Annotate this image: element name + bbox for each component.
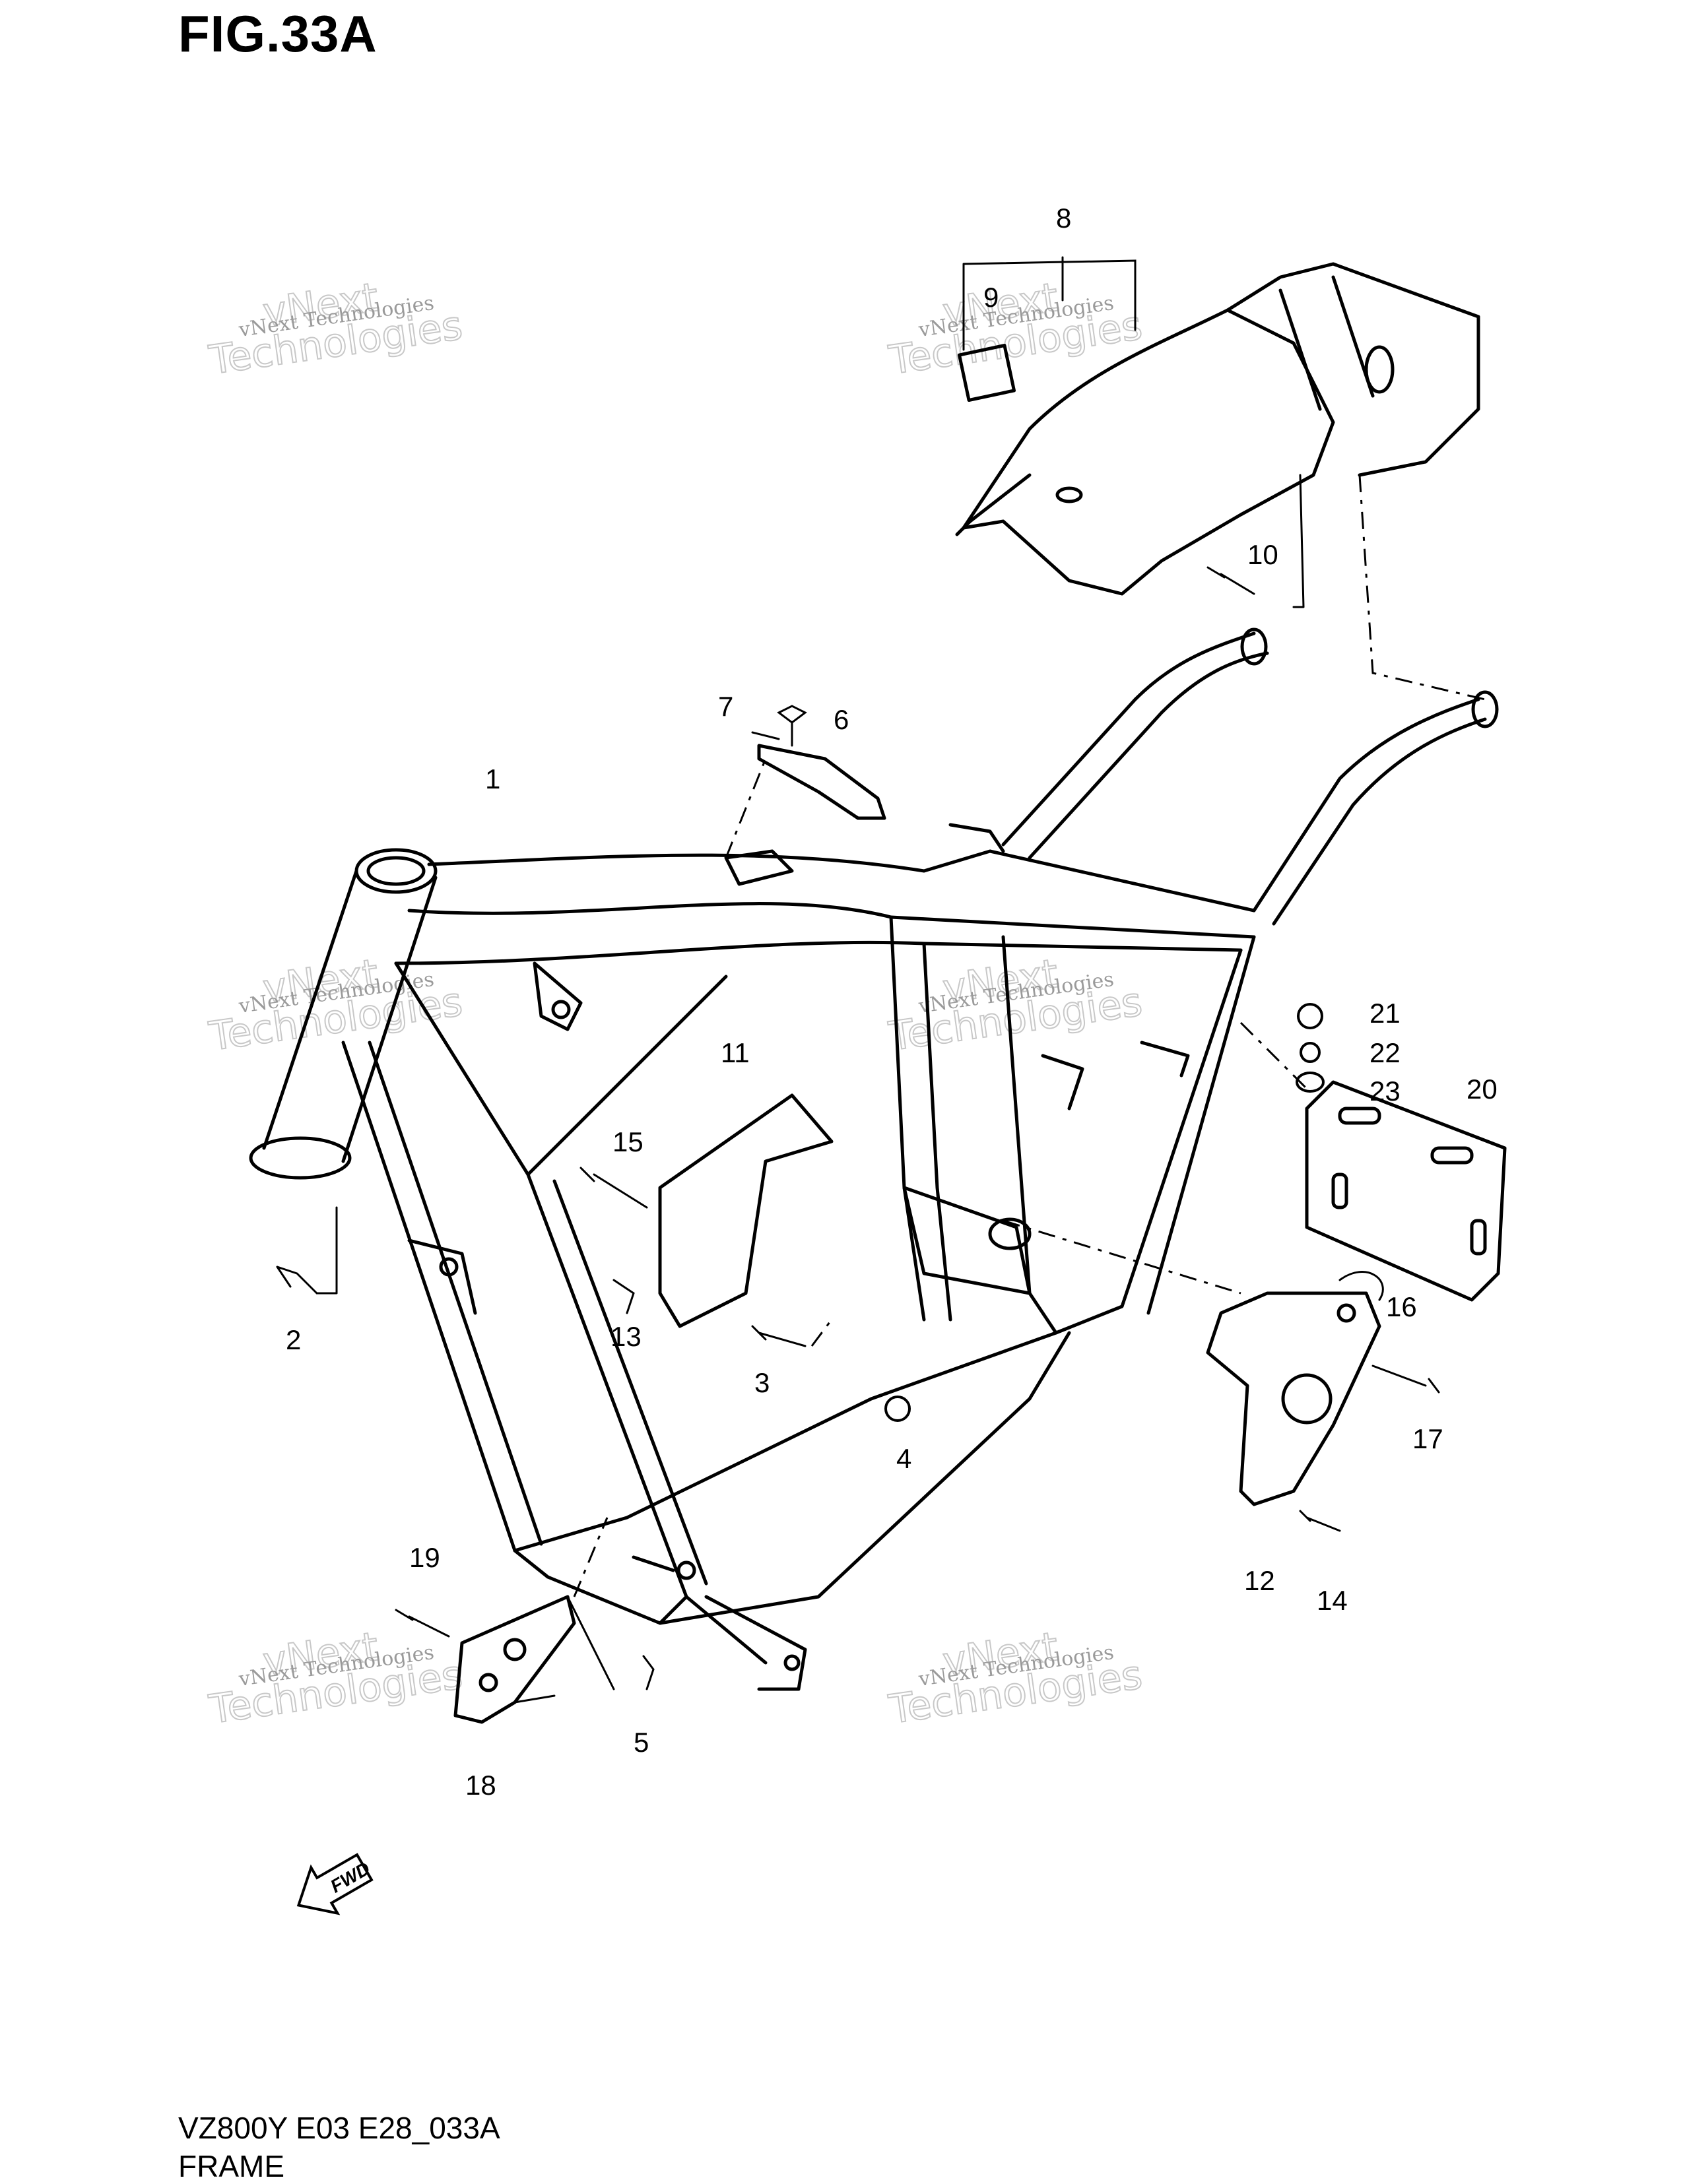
part-label-22: 22 [1370,1037,1401,1068]
part-label-2: 2 [286,1324,301,1355]
diagram-code: VZ800Y E03 E28_033A [178,2111,500,2145]
plate-part-12 [1206,1291,1381,1506]
part-label-20: 20 [1467,1074,1498,1105]
leader-lines [315,256,1486,1704]
sticker-part-9 [957,343,1016,402]
part-label-7: 7 [718,691,733,722]
part-numbers: 1 2 3 4 5 6 7 8 9 10 11 12 13 14 15 16 1… [286,203,1498,1801]
part-label-17: 17 [1412,1423,1443,1454]
part-label-8: 8 [1056,203,1071,234]
part-label-15: 15 [612,1126,644,1157]
part-label-18: 18 [465,1770,496,1801]
fwd-arrow-icon: FWD [296,1853,374,1915]
fasteners [276,566,1440,1690]
part-label-11: 11 [721,1037,750,1068]
part-label-13: 13 [610,1321,642,1352]
part-label-12: 12 [1244,1565,1275,1596]
diagram-name: FRAME [178,2149,284,2183]
watermark-group: vNext Technologies vNext Technologies vN… [205,274,1145,1734]
bracket-part-20 [1305,1080,1507,1302]
cover-part-11 [658,1093,834,1328]
bracket-part-6 [757,744,886,820]
main-frame [249,627,1499,1691]
part-label-16: 16 [1386,1291,1417,1322]
part-label-5: 5 [634,1727,649,1758]
part-label-10: 10 [1247,539,1278,570]
part-label-14: 14 [1317,1585,1348,1616]
part-label-23: 23 [1370,1076,1401,1107]
part-label-1: 1 [485,763,500,794]
part-label-3: 3 [754,1367,770,1398]
part-label-9: 9 [983,282,999,313]
part-label-6: 6 [834,704,849,735]
rear-fender [955,262,1480,596]
mount-tab [724,849,794,886]
part-label-4: 4 [896,1443,911,1474]
figure-title: FIG.33A [178,5,378,63]
part-label-19: 19 [409,1542,440,1573]
part-label-21: 21 [1370,998,1401,1029]
